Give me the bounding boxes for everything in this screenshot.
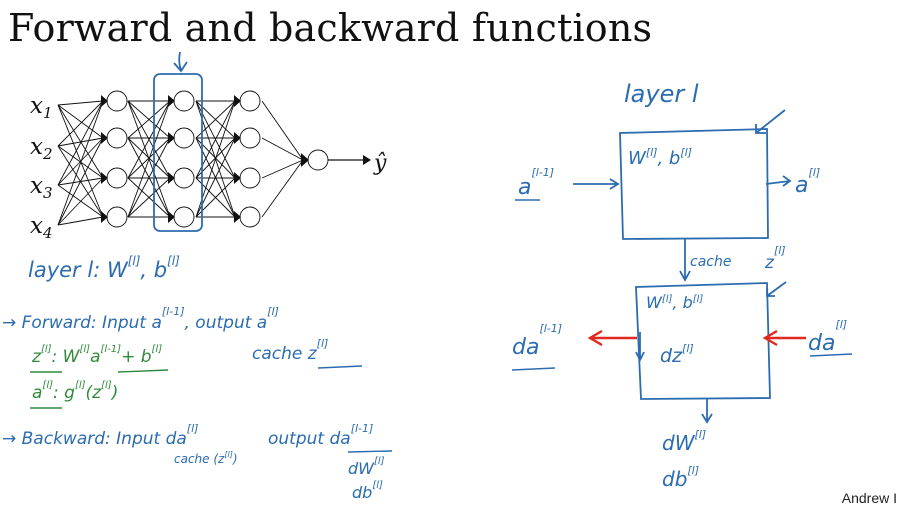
backward-box-params: W[l], b[l] [646,293,703,312]
node-input-wedges [101,95,309,223]
cache-z-line: cache z[l] [252,337,328,364]
hidden1-connections [127,100,171,218]
backward-output-da: da[l-1] [512,322,562,360]
output-yhat: ŷ [373,151,387,176]
right-notes: layer l a[l-1] W[l], b[l] a[l] cache z[l… [512,80,847,491]
neural-network-diagram [57,90,371,228]
backward-dw: dW[l] [348,456,385,478]
input-x3: x3 [30,173,53,202]
equation-z: z[l]: W[l]a[l-1]+ b[l] [31,344,162,367]
hidden3-connections [261,100,304,218]
left-notes: layer l: W[l], b[l] → Forward: Input a[l… [2,254,393,502]
layer2-nodes [173,90,195,228]
right-dw: dW[l] [662,428,706,455]
cache-z-label: z[l] [764,244,786,273]
backward-cache: cache (z[l]) [174,450,238,466]
forward-box [619,128,769,240]
layer-block-diagram [511,109,853,424]
backward-output: output da[l-1] [268,422,373,449]
right-db: db[l] [662,464,699,491]
backward-line: → Backward: Input da[l] [2,422,198,449]
layer-params-line: layer l: W[l], b[l] [28,254,180,282]
layer-l-label: layer l [624,80,699,108]
slide-title: Forward and backward functions [8,6,653,50]
highlighted-layer [153,51,203,232]
backward-box [635,282,771,400]
layer1-nodes [106,90,128,228]
equation-a: a[l]: g[l](z[l]) [32,380,118,403]
layer3-nodes [239,90,261,228]
forward-output-a: a[l] [795,166,820,198]
forward-line: → Forward: Input a[l-1], output a[l] [2,305,279,333]
backward-input-da: da[l] [808,318,847,356]
gradient-arrows [587,329,806,347]
author-credit: Andrew I [841,490,897,506]
output-node [307,149,329,171]
backward-db: db[l] [352,480,383,502]
forward-input-a: a[l-1] [518,166,554,200]
backward-box-dz: dz[l] [660,342,694,367]
input-x2: x2 [30,134,53,163]
network-inputs: x1 x2 x3 x4 ŷ [30,93,387,242]
forward-box-params: W[l], b[l] [628,146,692,169]
input-x4: x4 [30,213,53,242]
input-connections [57,100,104,226]
cache-label: cache [690,254,731,270]
forward-equations: z[l]: W[l]a[l-1]+ b[l] a[l]: g[l](z[l]) [30,344,169,409]
input-x1: x1 [30,93,53,122]
